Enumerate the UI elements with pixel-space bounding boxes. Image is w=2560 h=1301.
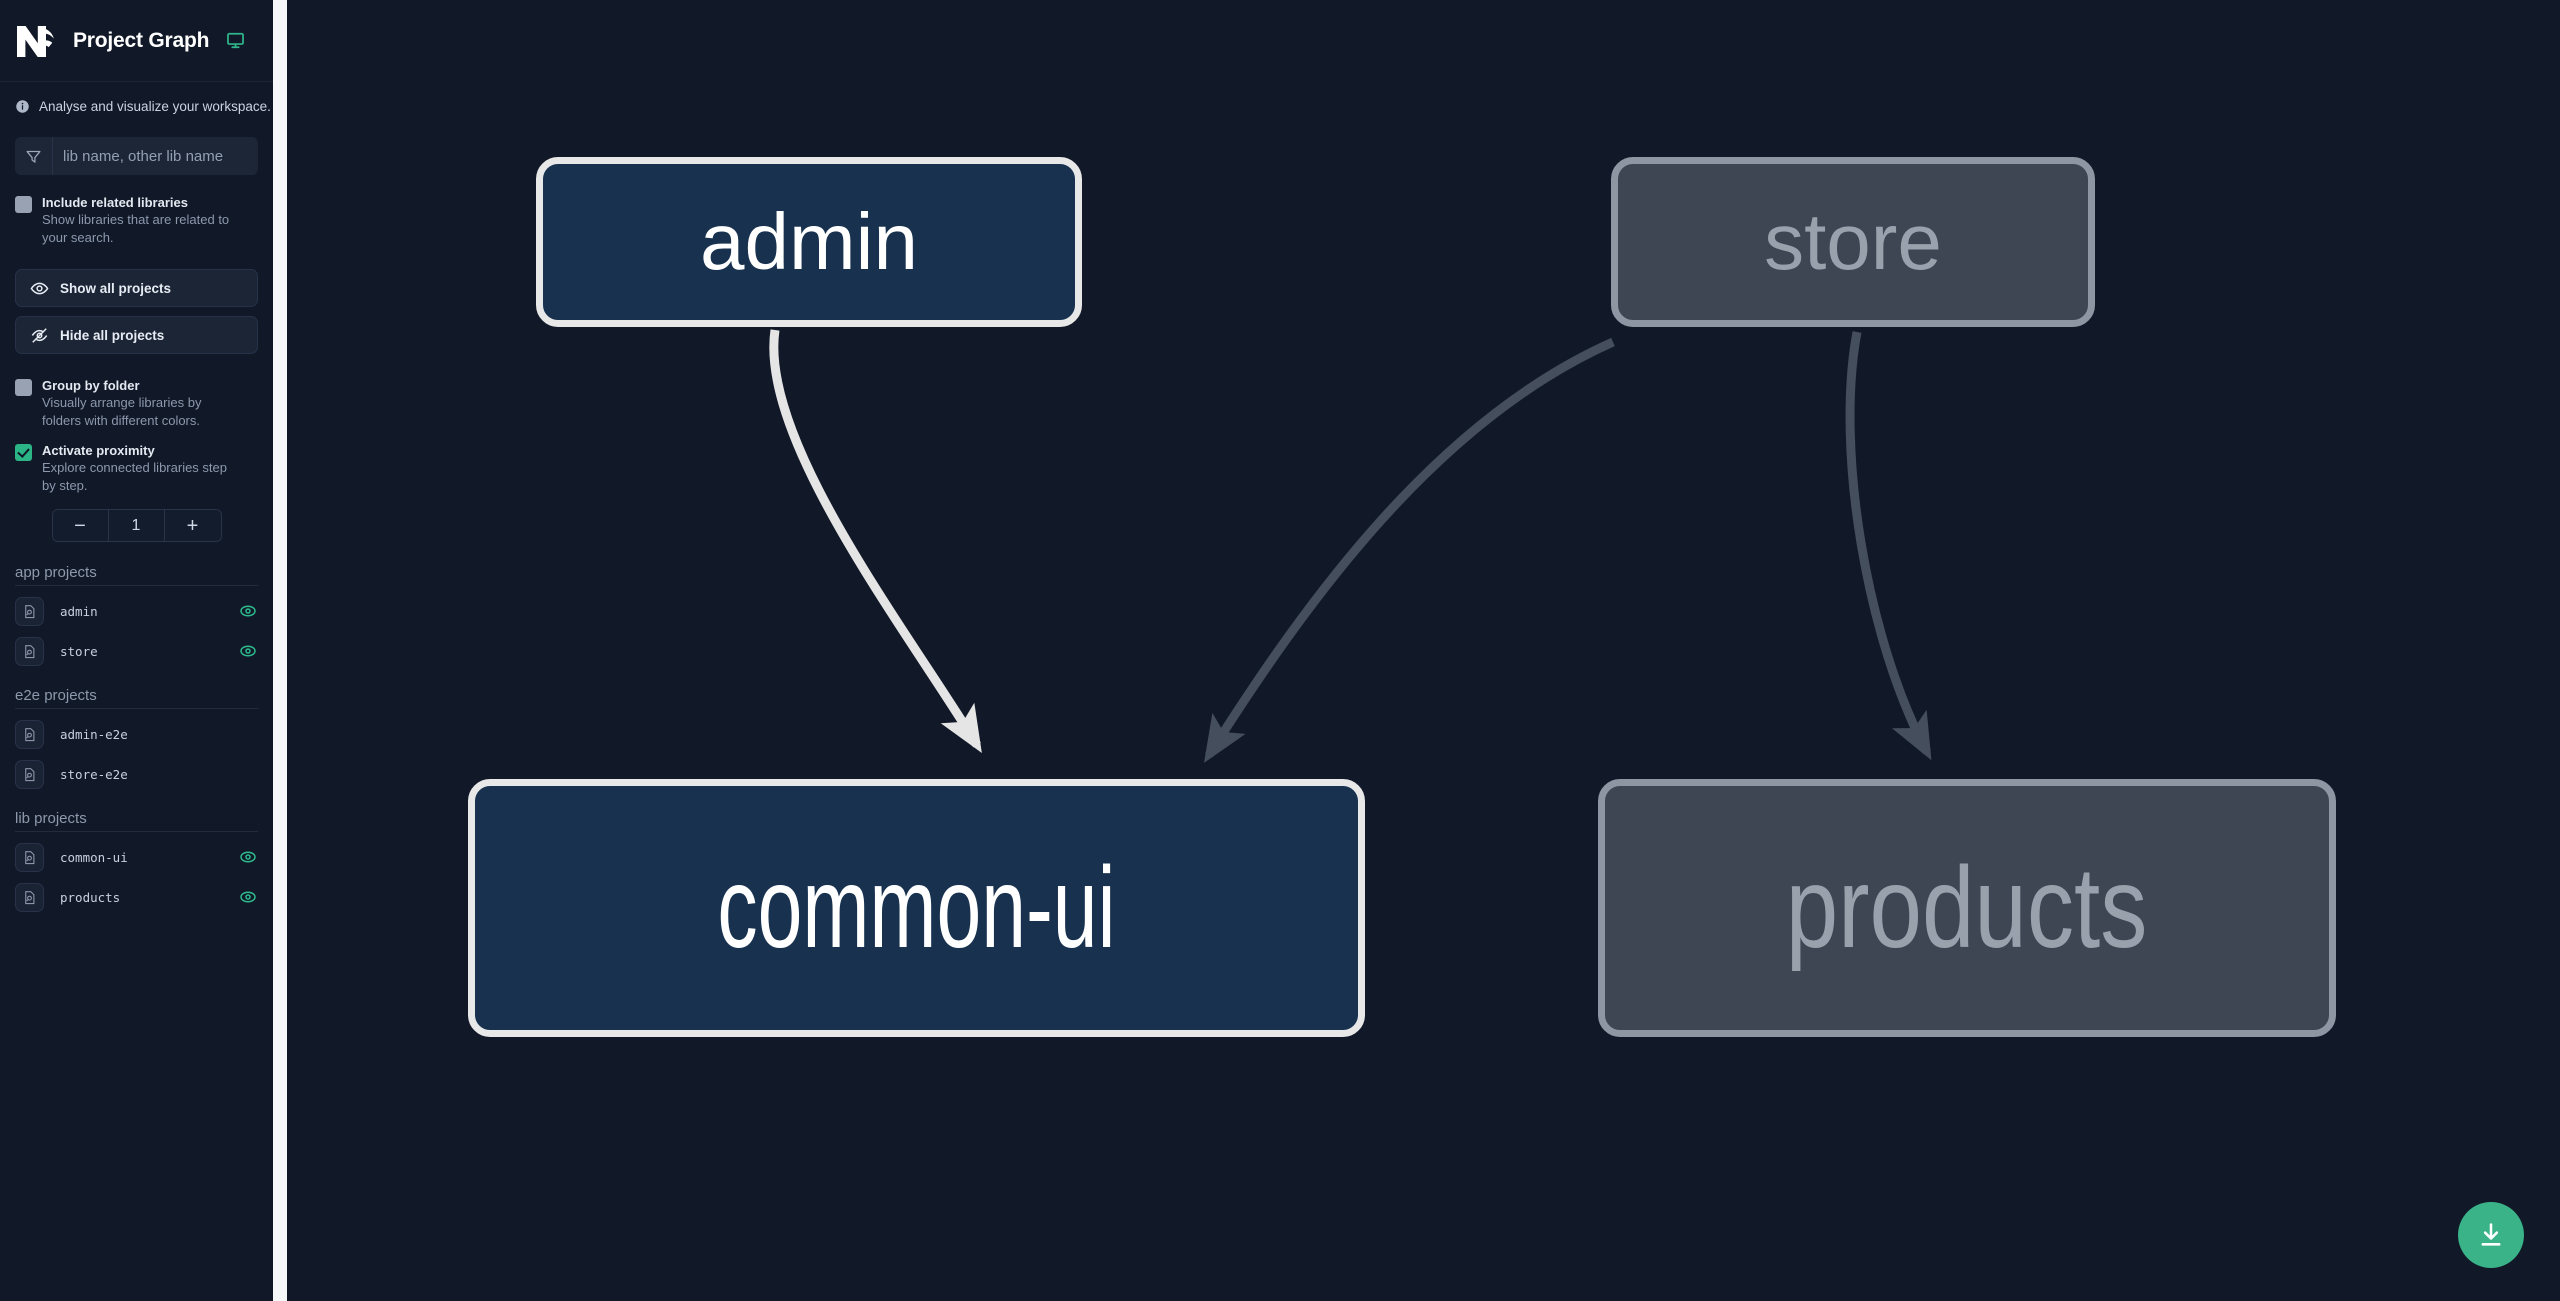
info-icon <box>16 100 29 113</box>
edge-admin-to-common-ui <box>769 329 982 753</box>
show-all-projects-label: Show all projects <box>60 280 172 296</box>
sidebar-header: Project Graph <box>0 0 273 82</box>
graph-edges <box>769 329 1932 763</box>
project-file-icon <box>15 842 44 872</box>
project-name: products <box>60 889 121 905</box>
hide-all-projects-label: Hide all projects <box>60 327 165 343</box>
filter-icon[interactable] <box>15 137 53 175</box>
graph-node-products[interactable]: products <box>1598 779 2336 1037</box>
project-row-common-ui[interactable]: common-ui <box>15 837 258 877</box>
project-row-admin-e2e[interactable]: admin-e2e <box>15 714 258 754</box>
project-lists: app projects admin <box>0 542 273 933</box>
download-graph-button[interactable] <box>2458 1202 2524 1268</box>
project-group-lib: lib projects common-ui <box>0 810 273 917</box>
project-file-icon <box>15 759 44 789</box>
graph-node-admin[interactable]: admin <box>536 157 1082 327</box>
hide-all-projects-button[interactable]: Hide all projects <box>15 316 258 354</box>
eye-icon <box>240 605 256 617</box>
project-name: store <box>60 643 98 659</box>
download-icon <box>2481 1223 2501 1246</box>
project-group-app: app projects admin <box>0 564 273 671</box>
eye-icon <box>30 282 49 294</box>
project-row-products[interactable]: products <box>15 877 258 917</box>
proximity-stepper-wrap: − 1 + <box>0 495 273 542</box>
option-include-related-libraries[interactable]: Include related libraries Show libraries… <box>0 175 273 247</box>
group-by-folder-checkbox[interactable] <box>15 379 32 396</box>
include-related-libraries-checkbox[interactable] <box>15 196 32 213</box>
project-visibility-toggle[interactable] <box>238 848 258 866</box>
proximity-increment-button[interactable]: + <box>164 510 221 541</box>
project-name: admin <box>60 603 98 619</box>
project-name: store-e2e <box>60 766 128 782</box>
option-title: Activate proximity <box>42 443 155 458</box>
graph-node-label: common-ui <box>717 843 1116 972</box>
nx-logo-icon <box>17 25 54 57</box>
option-title: Include related libraries <box>42 195 188 210</box>
monitor-icon[interactable] <box>226 31 245 50</box>
project-file-icon <box>15 882 44 912</box>
proximity-decrement-button[interactable]: − <box>52 510 109 541</box>
edge-store-to-products <box>1845 331 1932 761</box>
search-box[interactable] <box>15 137 258 175</box>
project-group-e2e: e2e projects admin-e2e <box>0 687 273 794</box>
option-description: Explore connected libraries step by step… <box>42 460 227 493</box>
search-input[interactable] <box>53 137 258 175</box>
tagline-text: Analyse and visualize your workspace. <box>39 99 271 114</box>
project-file-icon <box>15 636 44 666</box>
graph-node-label: products <box>1786 843 2148 972</box>
project-name: admin-e2e <box>60 726 128 742</box>
project-visibility-toggle[interactable] <box>238 642 258 660</box>
graph-node-label: store <box>1764 197 1942 286</box>
project-visibility-toggle[interactable] <box>238 602 258 620</box>
group-title: e2e projects <box>15 687 258 709</box>
project-visibility-toggle[interactable] <box>238 888 258 906</box>
option-group-by-folder[interactable]: Group by folder Visually arrange librari… <box>0 377 273 430</box>
graph-node-store[interactable]: store <box>1611 157 2095 327</box>
eye-icon <box>240 891 256 903</box>
project-row-admin[interactable]: admin <box>15 591 258 631</box>
project-name: common-ui <box>60 849 128 865</box>
eye-icon <box>240 851 256 863</box>
option-description: Show libraries that are related to your … <box>42 212 230 245</box>
graph-canvas[interactable]: admin store common-ui products <box>287 0 2560 1301</box>
proximity-stepper[interactable]: − 1 + <box>51 509 222 542</box>
option-description: Visually arrange libraries by folders wi… <box>42 395 202 428</box>
option-activate-proximity[interactable]: Activate proximity Explore connected lib… <box>0 442 273 495</box>
tagline: Analyse and visualize your workspace. <box>0 82 273 127</box>
project-file-icon <box>15 719 44 749</box>
edge-store-to-common-ui <box>1203 337 1615 763</box>
project-file-icon <box>15 596 44 626</box>
project-row-store-e2e[interactable]: store-e2e <box>15 754 258 794</box>
proximity-value: 1 <box>108 510 165 541</box>
eye-icon <box>240 645 256 657</box>
search-section <box>0 127 273 175</box>
eye-off-icon <box>31 327 48 343</box>
graph-node-label: admin <box>700 197 918 286</box>
project-row-store[interactable]: store <box>15 631 258 671</box>
group-title: app projects <box>15 564 258 586</box>
sidebar-resize-handle[interactable] <box>273 0 287 1301</box>
option-title: Group by folder <box>42 378 140 393</box>
show-all-projects-button[interactable]: Show all projects <box>15 269 258 307</box>
sidebar: Project Graph Analyse and visualize your… <box>0 0 273 1301</box>
activate-proximity-checkbox[interactable] <box>15 444 32 461</box>
page-title: Project Graph <box>73 28 210 52</box>
graph-node-common-ui[interactable]: common-ui <box>468 779 1365 1037</box>
group-title: lib projects <box>15 810 258 832</box>
